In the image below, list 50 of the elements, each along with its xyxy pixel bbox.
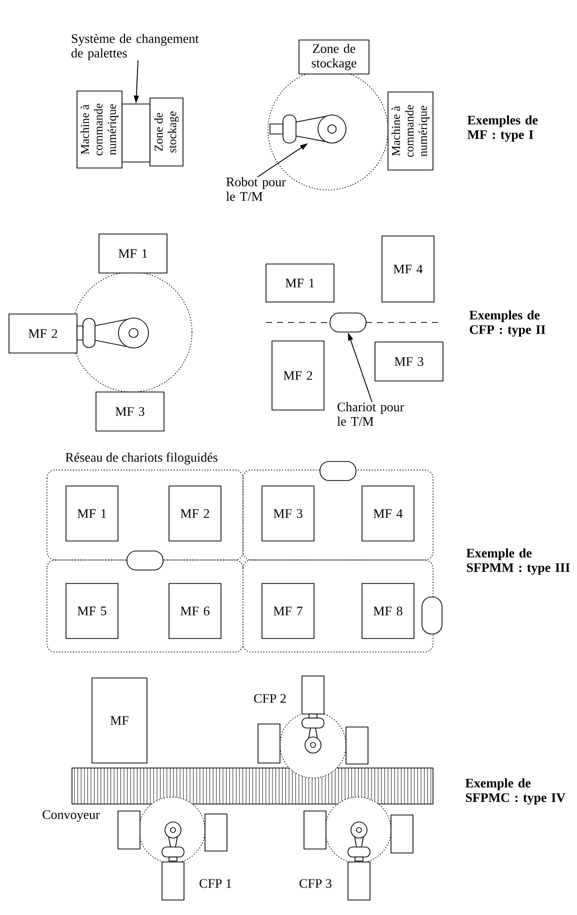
machine-box: MF 8 [362,583,414,639]
section-label: Exemple de SFPMC : type IV [465,778,566,805]
machine-box: MF 3 [96,392,164,432]
robot-arm [348,822,370,862]
storage-zone-box: Zone de stockage [150,98,184,166]
machine-box: MF 3 [374,342,444,382]
section-label: Exemple de SFPMM : type III [466,548,570,575]
cart [330,312,366,332]
robot-arm [76,318,149,348]
machine-box: MF 1 [266,264,334,302]
machine-box: MF 2 [168,486,222,542]
machine-box: MF 1 [98,234,168,274]
robot-arm [270,114,346,144]
robot-arm [302,714,324,754]
station-box [390,814,414,854]
storage-zone-box: Zone de stockage [298,40,370,74]
section-label: Exemples de MF : type I [467,115,538,142]
machine-box: MF 5 [66,583,118,639]
section-label: Exemples de CFP : type II [469,310,546,337]
callout-text: Robot pour le T/M [226,177,286,201]
callout-text: Chariot pour le T/M [337,402,404,426]
machine-box: MF 7 [262,583,314,639]
station-box [346,726,368,764]
network-title: Réseau de chariots filoguidés [66,452,218,464]
station-box [348,862,370,900]
machine-box: MF 3 [262,486,314,542]
cart [320,461,356,481]
station-box [162,862,184,900]
machine-box: MF 1 [66,486,118,542]
callout-text: Système de changement de palettes [71,34,199,60]
machine-box: MF 4 [382,236,434,302]
machine-box: MF 4 [362,486,414,542]
cell-label: CFP 2 [254,694,286,703]
cell-label: CFP 3 [300,879,332,888]
station-box [258,724,280,764]
station-box [304,810,326,850]
machine-box: Machine à commande numérique [388,92,434,170]
machine-box: MF 2 [272,340,324,410]
cart [422,596,442,634]
robot-arm [162,822,184,862]
station-box [118,810,140,850]
station-box [204,814,228,852]
conveyor-label: Convoyeur [42,810,100,822]
cell-label: CFP 1 [200,879,232,888]
machine-box: MF 6 [168,583,222,639]
machine-box: MF [92,678,148,764]
cart [126,550,164,570]
station-box [302,676,324,714]
pallet-changer-box [122,104,150,162]
machine-box: MF 2 [8,314,78,354]
